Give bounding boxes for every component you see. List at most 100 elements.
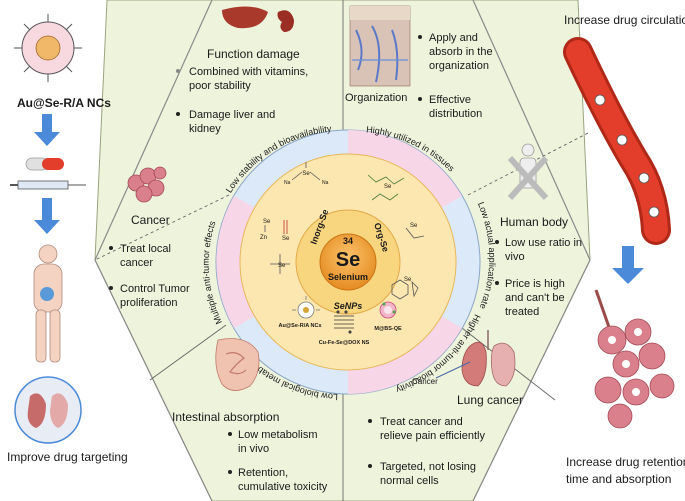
human-body-crossed-icon (507, 143, 549, 201)
function-damage-b1-l1: Combined with vitamins, (189, 66, 308, 78)
blood-vessel-icon (563, 37, 671, 245)
human-body-title: Human body (500, 215, 568, 229)
se-label-zn: Se (263, 219, 271, 225)
organization-b1-l2: absorb in the (429, 46, 493, 58)
tumor-cluster-icon (127, 166, 167, 203)
down-arrow-icon (34, 114, 60, 146)
cancer-b1-l2: cancer (120, 257, 153, 269)
down-arrow-icon (34, 198, 60, 234)
cancer-b1-l1: Treat local (120, 243, 171, 255)
bullet-dot (495, 240, 499, 244)
cancer-b2-l1: Control Tumor (120, 283, 190, 295)
alveoli-cluster-icon (594, 289, 675, 429)
function-damage-title: Function damage (207, 47, 300, 61)
selenomethionine-structure (367, 174, 405, 201)
human-body-b1-l1: Low use ratio in (505, 237, 582, 249)
element-name: Selenium (328, 272, 368, 282)
human-body-b2-l2: and can't be (505, 292, 565, 304)
lung-b2-l2: normal cells (380, 475, 439, 487)
zn-label: Zn (260, 235, 267, 241)
lung-icon (461, 330, 516, 387)
hex-edge-tl (94, 0, 213, 261)
capsule-icon (25, 157, 64, 171)
intestinal-b2-l1: Retention, (238, 467, 288, 479)
bullet-dot (368, 419, 372, 423)
se-label-selenate: Se (278, 263, 286, 269)
atomic-number: 34 (343, 236, 353, 246)
organization-b1-l1: Apply and (429, 32, 478, 44)
bullet-dot (368, 464, 372, 468)
senps-label: SeNPs (334, 301, 363, 311)
na-label-1: Na (284, 180, 291, 186)
human-figure-icon (33, 244, 63, 363)
divider-bl (149, 324, 227, 381)
selenate-structure (270, 254, 290, 274)
intestinal-title: Intestinal absorption (172, 410, 279, 424)
se-label-org2: Se (410, 223, 418, 229)
ring-pink-top-right (348, 130, 462, 208)
se-label-a: Se (302, 171, 310, 177)
right-top-caption: Increase drug circulation (564, 13, 685, 27)
bullet-dot (109, 286, 113, 290)
organization-b1-l3: organization (429, 60, 489, 72)
lung-cancer-title: Lung cancer (457, 393, 523, 407)
down-arrow-icon (612, 246, 644, 284)
intestinal-b2-l2: cumulative toxicity (238, 481, 328, 493)
ring-pink-bottom-right (348, 316, 462, 394)
se-label-org3: Se (404, 277, 412, 283)
selenocarbonyl-structure (405, 227, 425, 239)
hex-edge-tr (472, 0, 591, 261)
divider-tl (94, 194, 230, 261)
lung-cancer-pointer (435, 361, 471, 379)
intestinal-b1-l1: Low metabolism (238, 429, 317, 441)
hex-edge-bl (94, 259, 213, 501)
bullet-dot (495, 281, 499, 285)
ebselen-structure (391, 279, 419, 300)
bullet-dot (176, 69, 180, 73)
nc-label: Au@Se-R/A NCs (17, 96, 111, 110)
intestinal-b1-l2: in vivo (238, 443, 269, 455)
function-damage-b2-l2: kidney (189, 123, 221, 135)
bullet-dot (228, 432, 232, 436)
right-bottom-caption-line2: time and absorption (566, 472, 671, 486)
bullet-dot (176, 112, 180, 116)
magnified-lungs-icon (14, 376, 82, 444)
cancer-b2-l2: proliferation (120, 297, 177, 309)
lung-b2-l1: Targeted, not losing (380, 461, 476, 473)
liver-icon (222, 6, 268, 29)
cancer-title: Cancer (131, 213, 170, 227)
element-symbol: Se (336, 249, 360, 271)
left-caption: Improve drug targeting (7, 450, 128, 464)
organization-title: Organization (345, 92, 407, 104)
intestine-icon (215, 338, 260, 391)
human-body-b2-l3: treated (505, 306, 539, 318)
hex-edge-br (472, 259, 591, 501)
np-label-au: Au@Se-R/A NCs (278, 323, 321, 329)
m-bs-qe-nanoparticle-icon (379, 301, 397, 319)
se-label-org1: Se (384, 184, 392, 190)
lung-b1-l1: Treat cancer and (380, 416, 463, 428)
organization-b2-l2: distribution (429, 108, 482, 120)
function-damage-b2-l1: Damage liver and (189, 109, 275, 121)
se-label-o: Se (282, 236, 290, 242)
virus-nanoparticle-icon (14, 14, 82, 82)
sodium-selenite-structure (291, 162, 321, 181)
organization-b2-l1: Effective (429, 94, 471, 106)
na-label-2: Na (322, 180, 329, 186)
syringe-icon (10, 180, 86, 190)
function-damage-b1-l2: poor stability (189, 80, 251, 92)
bullet-dot (418, 35, 422, 39)
right-bottom-caption-line1: Increase drug retention (566, 455, 685, 469)
cu-fe-se-nanosheet-icon (334, 310, 354, 334)
bullet-dot (418, 97, 422, 101)
human-body-b1-l2: vivo (505, 251, 525, 263)
lung-b1-l2: relieve pain efficiently (380, 430, 485, 442)
human-body-b2-l1: Price is high (505, 278, 565, 290)
selenium-oxide-structure (283, 220, 288, 234)
bullet-dot (109, 246, 113, 250)
au-nanocluster-icon (292, 296, 320, 319)
kidney-icon (277, 10, 294, 32)
selenium-core (319, 233, 377, 291)
lung-cancer-tag: Cancer (412, 377, 438, 386)
